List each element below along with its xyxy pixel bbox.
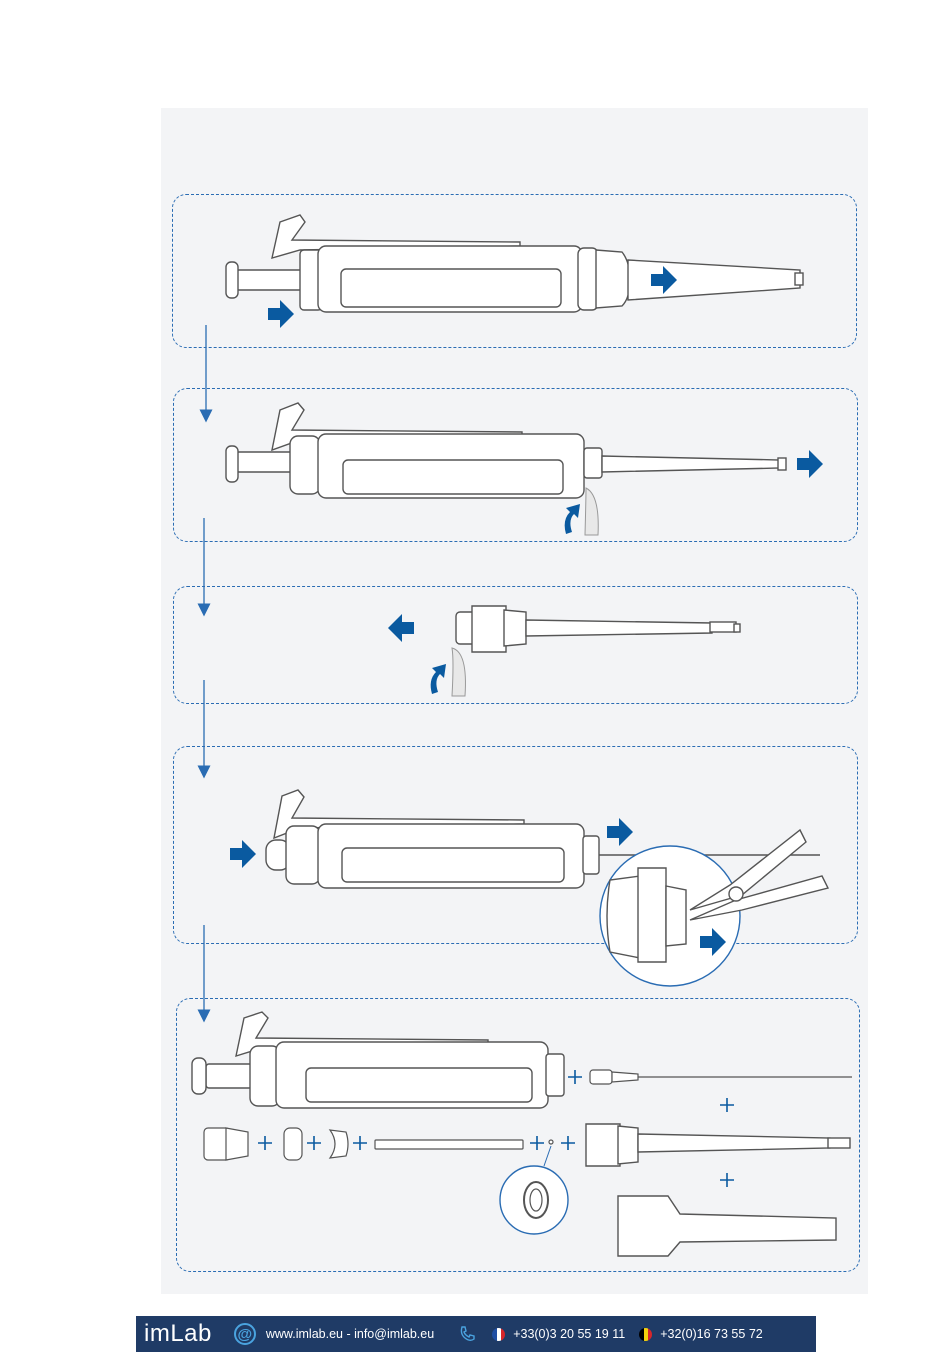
step-5-small-parts xyxy=(204,1128,553,1160)
step-3-tip-holder xyxy=(456,606,740,652)
step-5-pipette-body xyxy=(192,1012,564,1108)
phone-icon xyxy=(456,1323,478,1345)
contact-text[interactable]: www.imlab.eu - info@imlab.eu xyxy=(266,1327,434,1341)
step-1-pipette xyxy=(226,215,803,312)
footer-bar: imLab @ www.imlab.eu - info@imlab.eu +33… xyxy=(136,1316,816,1352)
step-4-pipette xyxy=(266,790,820,888)
phone-france[interactable]: +33(0)3 20 55 19 11 xyxy=(513,1327,625,1341)
at-icon: @ xyxy=(234,1323,256,1345)
step-5-tip-holder xyxy=(586,1124,850,1166)
step-5-ejector-cone xyxy=(618,1196,836,1256)
step-5-ejector-rod xyxy=(590,1070,852,1084)
step-2-pipette xyxy=(226,403,786,498)
flag-belgium-icon xyxy=(639,1328,652,1341)
step-connector-lines xyxy=(204,325,206,1016)
imlab-logo: imLab xyxy=(144,1320,212,1348)
flag-france-icon xyxy=(492,1328,505,1341)
phone-belgium[interactable]: +32(0)16 73 55 72 xyxy=(660,1327,763,1341)
